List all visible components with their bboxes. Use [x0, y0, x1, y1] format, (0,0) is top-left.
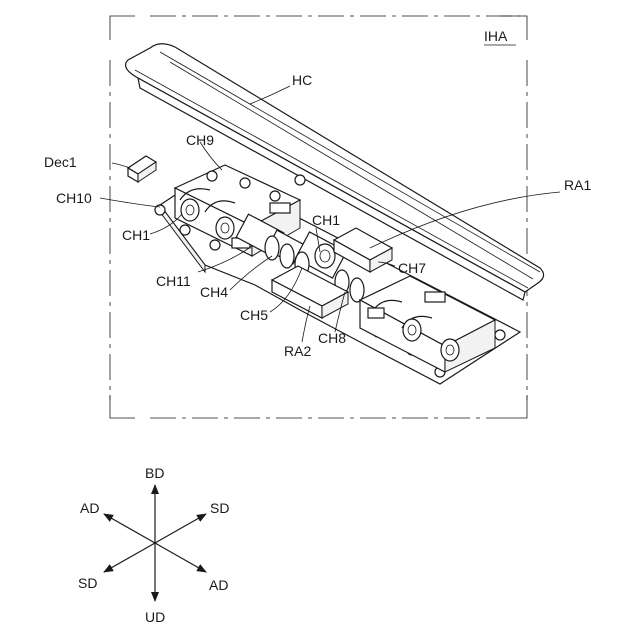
label-ra2: RA2 [284, 343, 311, 359]
arrow-lower-right [155, 543, 206, 572]
label-ch11: CH11 [156, 273, 191, 289]
right-block [360, 276, 495, 372]
frame-label: IHA [484, 28, 508, 44]
part-dec1 [128, 156, 156, 182]
label-hc: HC [292, 72, 312, 88]
compass-label-lower-right: AD [209, 577, 228, 593]
label-ch1-center: CH1 [312, 212, 340, 228]
label-ch5: CH5 [240, 307, 268, 323]
compass-label-down: UD [145, 609, 165, 625]
label-dec1: Dec1 [44, 154, 77, 170]
compass-label-upper-left: AD [80, 500, 99, 516]
label-ch1-left: CH1 [122, 227, 150, 243]
arrow-upper-right [155, 514, 206, 543]
label-ch10: CH10 [56, 190, 92, 206]
label-ch7: CH7 [398, 260, 426, 276]
compass-label-up: BD [145, 465, 164, 481]
compass-label-lower-left: SD [78, 575, 97, 591]
compass-label-upper-right: SD [210, 500, 229, 516]
label-ch8: CH8 [318, 330, 346, 346]
arrow-lower-left [104, 543, 155, 572]
label-ch4: CH4 [200, 284, 228, 300]
direction-compass [104, 485, 206, 601]
label-ch9: CH9 [186, 132, 214, 148]
arrow-upper-left [104, 514, 155, 543]
label-ra1: RA1 [564, 177, 591, 193]
